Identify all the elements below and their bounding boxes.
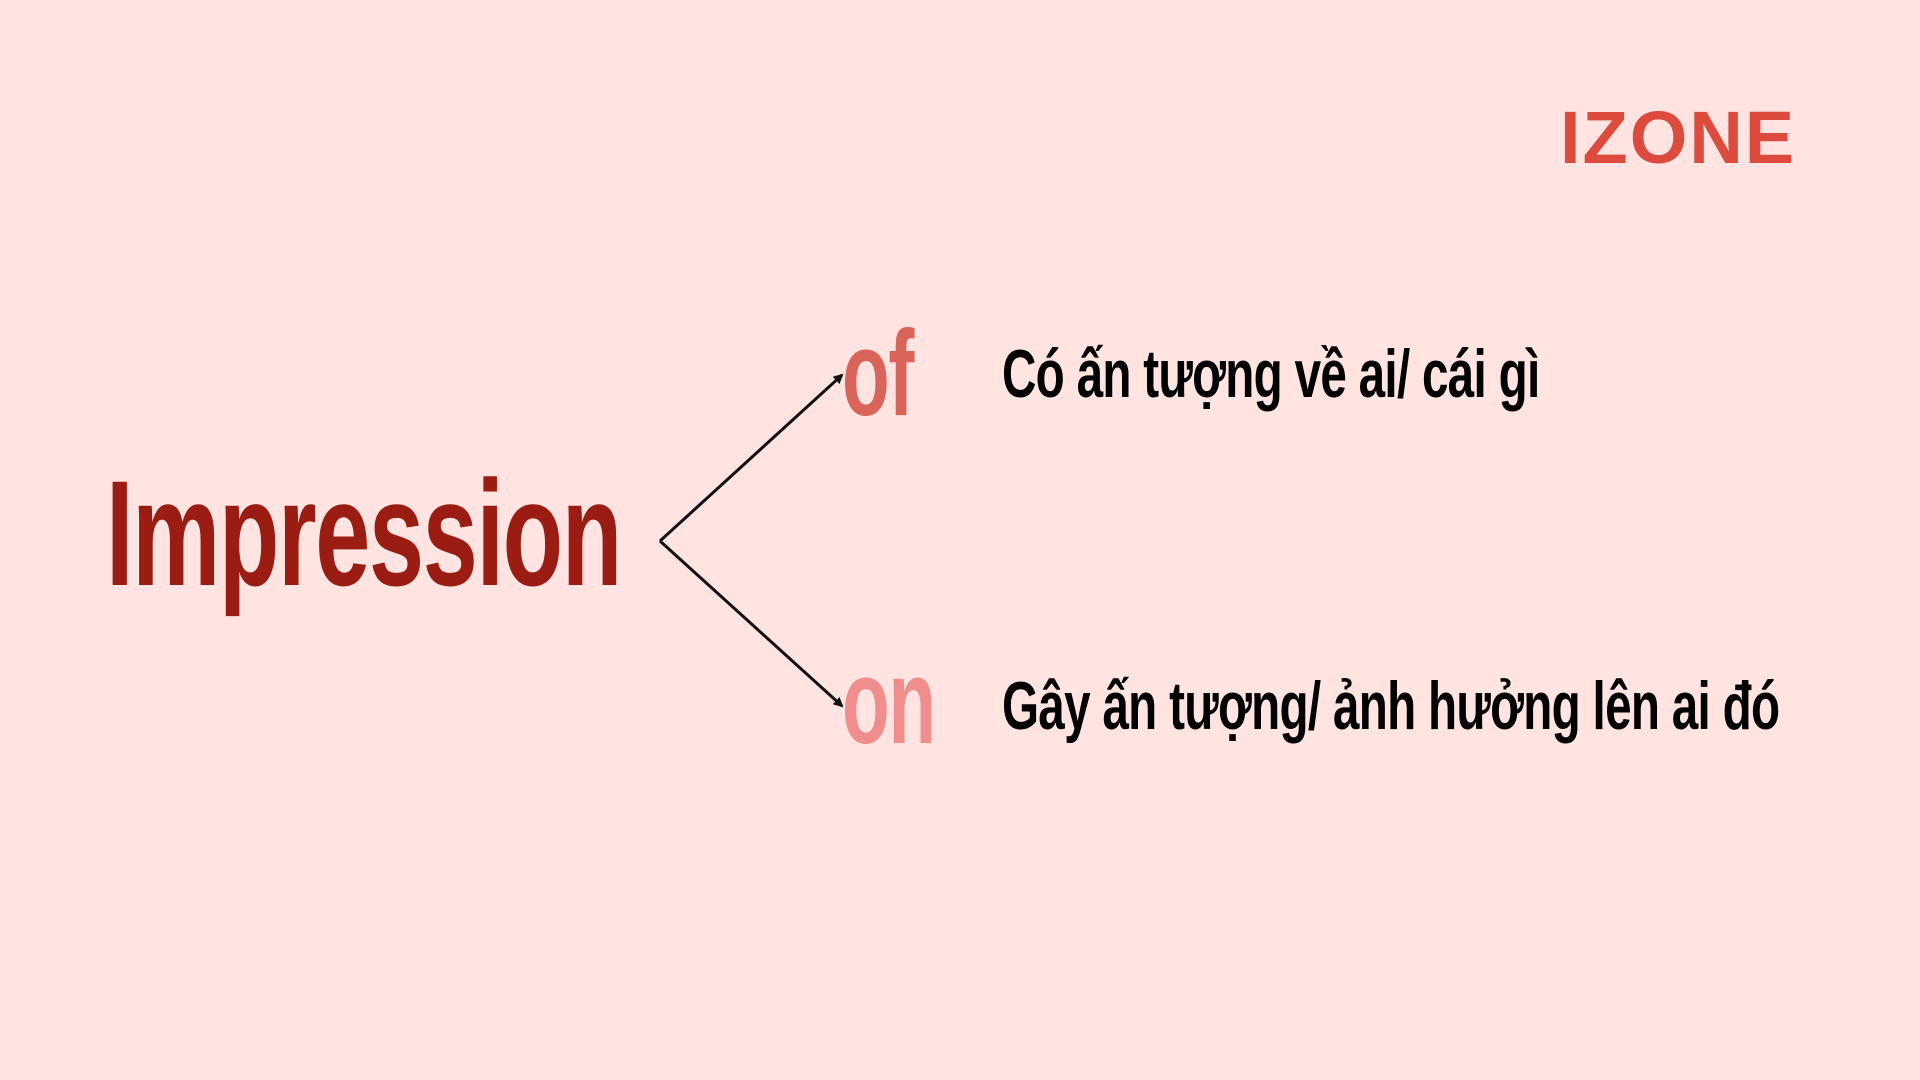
arrow-to-of: [658, 373, 844, 543]
preposition-of: of: [842, 305, 914, 441]
meaning-of: Có ấn tượng về ai/ cái gì: [1002, 336, 1540, 412]
izone-logo: IZONE: [1560, 96, 1797, 179]
preposition-on: on: [842, 633, 936, 769]
root-word: Impression: [106, 449, 622, 617]
arrow-to-on: [658, 539, 844, 708]
meaning-on: Gây ấn tượng/ ảnh hưởng lên ai đó: [1002, 668, 1780, 744]
